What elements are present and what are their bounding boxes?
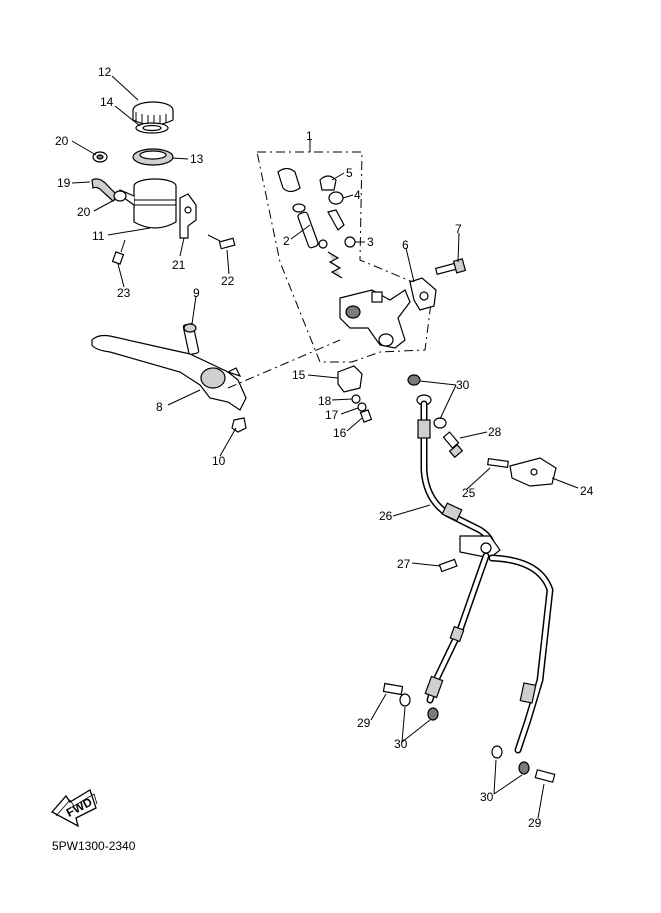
bolt-27 [438, 558, 458, 573]
callout-3: 3 [367, 235, 374, 249]
lever-nut-10 [231, 417, 247, 433]
hose-clip-upper [92, 151, 108, 163]
callout-29: 29 [528, 816, 542, 830]
cap-plate [135, 122, 169, 134]
callout-25: 25 [462, 486, 476, 500]
bolt-7 [434, 258, 467, 275]
brake-hose-left [424, 552, 490, 704]
callout-23: 23 [117, 286, 131, 300]
lever-axis [227, 339, 341, 389]
brake-switch [337, 365, 363, 393]
callout-9: 9 [193, 286, 200, 300]
callout-1: 1 [306, 129, 313, 143]
bolt-28 [442, 431, 464, 459]
piston-cup [277, 167, 301, 193]
brake-lever [91, 334, 247, 411]
callout-22: 22 [221, 274, 235, 288]
diagram-code: 5PW1300-2340 [52, 839, 136, 853]
callout-5: 5 [346, 166, 353, 180]
callout-15: 15 [292, 368, 306, 382]
piston-ring [292, 203, 306, 213]
clip-4 [328, 191, 344, 205]
washer-18 [351, 394, 361, 404]
callout-20: 20 [55, 134, 69, 148]
callout-12: 12 [98, 65, 112, 79]
callout-13: 13 [190, 152, 204, 166]
spring-17 [357, 402, 367, 412]
master-cylinder-body [339, 289, 411, 349]
push-rod [327, 209, 345, 231]
bolt-29-right [534, 769, 556, 783]
washers-30-left [399, 693, 439, 721]
callout-30: 30 [480, 790, 494, 804]
callout-8: 8 [156, 400, 163, 414]
brake-hose-right [488, 554, 554, 754]
bracket-24 [509, 457, 557, 487]
callout-18: 18 [318, 394, 332, 408]
spring [327, 251, 343, 279]
reservoir-bracket [179, 193, 197, 239]
callout-17: 17 [325, 408, 339, 422]
o-ring-3 [344, 236, 356, 248]
bolt-29-left [382, 682, 404, 696]
callout-19: 19 [57, 176, 71, 190]
callout-4: 4 [354, 188, 361, 202]
reservoir-cap [132, 101, 174, 126]
callout-6: 6 [402, 238, 409, 252]
callout-24: 24 [580, 484, 594, 498]
callout-30: 30 [394, 737, 408, 751]
leader-lines [71, 75, 579, 819]
callout-27: 27 [397, 557, 411, 571]
fwd-arrow-icon: FWD [50, 789, 98, 828]
piston [297, 211, 328, 249]
boot-5 [319, 175, 337, 191]
callout-11: 11 [92, 229, 105, 243]
union-bolt-top [407, 374, 447, 429]
callout-7: 7 [455, 222, 462, 236]
callout-14: 14 [100, 95, 114, 109]
callout-28: 28 [488, 425, 502, 439]
callout-20: 20 [77, 205, 91, 219]
hose-clip-lower [113, 190, 127, 202]
callout-29: 29 [357, 716, 371, 730]
callout-16: 16 [333, 426, 347, 440]
reservoir-tank [119, 178, 177, 229]
callout-30: 30 [456, 378, 470, 392]
lever-bolt-9 [182, 323, 200, 355]
washers-30-right [491, 745, 530, 775]
screw-22 [207, 234, 236, 250]
callout-26: 26 [379, 509, 393, 523]
callout-labels: 12 14 20 13 19 20 11 21 22 23 1 5 4 2 3 … [55, 65, 594, 830]
callout-10: 10 [212, 454, 226, 468]
bolt-25 [487, 457, 509, 469]
hose-joint-block [459, 535, 501, 559]
clamp-holder [409, 277, 437, 311]
diaphragm [132, 148, 174, 166]
kit-outline [256, 151, 433, 363]
screw-23 [111, 239, 126, 265]
callout-2: 2 [283, 234, 290, 248]
callout-21: 21 [172, 258, 186, 272]
screw-16 [359, 409, 373, 423]
